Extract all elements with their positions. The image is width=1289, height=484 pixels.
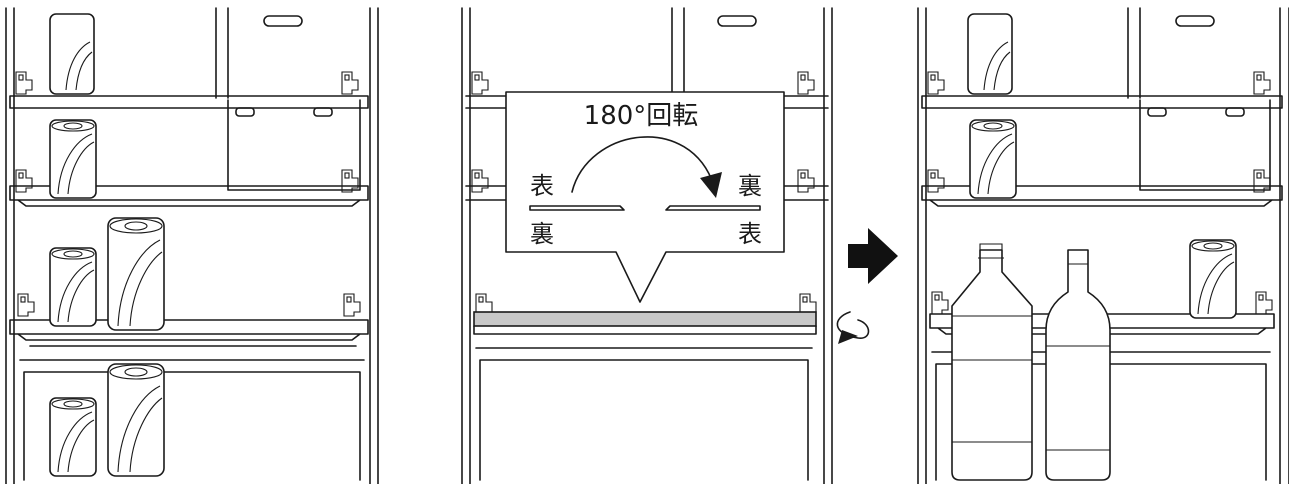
panel-rotate: 180°回転 表 裏 裏 表 bbox=[461, 7, 833, 484]
label-right-bottom: 表 bbox=[738, 220, 762, 248]
panel-before bbox=[5, 7, 379, 484]
highlighted-shelf bbox=[473, 311, 817, 327]
label-right-top: 裏 bbox=[738, 172, 762, 200]
pet-bottle bbox=[951, 243, 1033, 481]
rotation-label: 180°回転 bbox=[584, 101, 699, 131]
callout-bubble bbox=[505, 91, 785, 303]
label-left-bottom: 裏 bbox=[530, 220, 554, 248]
label-left-top: 表 bbox=[530, 172, 554, 200]
rotate-arrow-icon bbox=[836, 311, 870, 344]
rotation-arrowhead-icon bbox=[700, 172, 722, 198]
right-arrow-icon bbox=[848, 228, 898, 284]
panel-after bbox=[917, 7, 1289, 484]
wine-bottle bbox=[1045, 249, 1111, 481]
